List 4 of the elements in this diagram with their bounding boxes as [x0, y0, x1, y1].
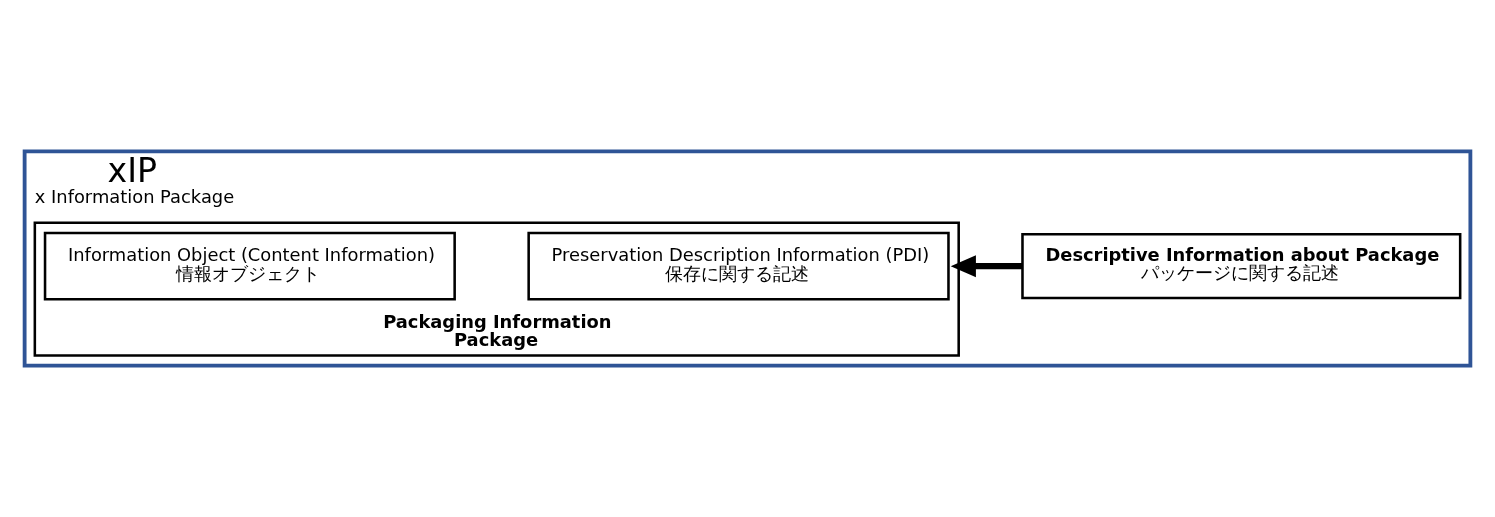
node-box: Information Object (Content Information) 情報オブジェクト	[43, 231, 456, 301]
node-box: Preservation Description Information (PDI) 保存に関する記述	[527, 231, 950, 301]
node-box: Descriptive Information about Package パッケージに関する記述	[1021, 233, 1462, 300]
arrow	[950, 255, 1023, 278]
